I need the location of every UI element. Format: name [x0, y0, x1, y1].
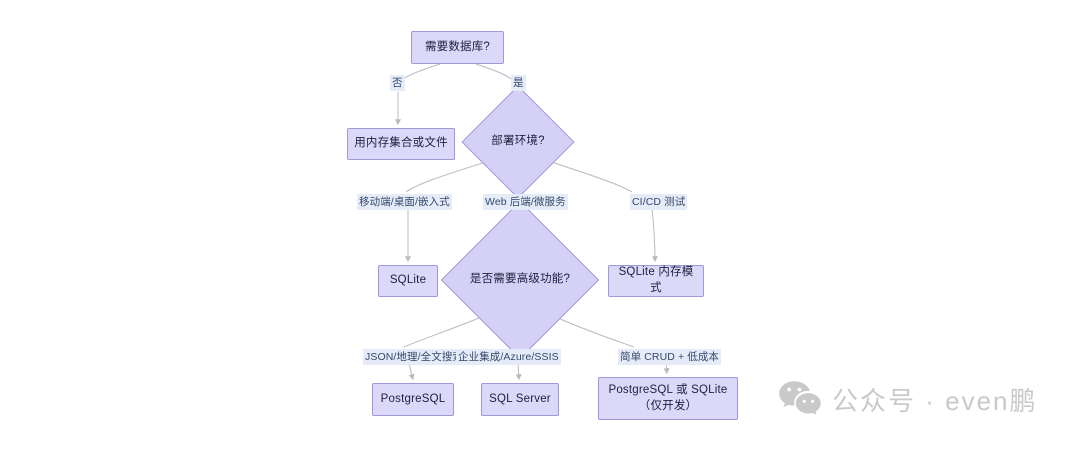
- node-need-advanced-features[interactable]: 是否需要高级功能?: [440, 200, 600, 360]
- node-label: PostgreSQL: [380, 392, 446, 405]
- node-sql-server[interactable]: SQL Server: [481, 383, 559, 416]
- watermark-text: 公众号 · even鹏: [832, 386, 1038, 416]
- node-label: 部署环境?: [491, 135, 545, 148]
- edge-n3-n6b: [651, 207, 658, 263]
- wechat-icon: [778, 380, 822, 419]
- node-label: 是否需要高级功能?: [469, 273, 571, 286]
- edge-n5-n7b: [408, 362, 415, 381]
- edge-label-no: 否: [390, 75, 405, 91]
- node-label: SQLite 内存模式: [618, 266, 694, 294]
- node-label: PostgreSQL 或 SQLite（仅开发）: [608, 383, 728, 412]
- node-in-memory-or-file[interactable]: 用内存集合或文件: [347, 128, 455, 160]
- node-label: SQL Server: [489, 392, 551, 405]
- node-deployment-environment[interactable]: 部署环境?: [461, 85, 575, 199]
- node-sqlite[interactable]: SQLite: [378, 265, 438, 297]
- watermark: 公众号 · even鹏: [778, 380, 1038, 419]
- edge-label-enterprise-azure-ssis: 企业集成/Azure/SSIS: [456, 349, 561, 365]
- edge-label-cicd-test: CI/CD 测试: [630, 194, 688, 210]
- edge-label-simple-crud-lowcost: 简单 CRUD + 低成本: [618, 349, 722, 365]
- edge-label-json-geo-fulltext: JSON/地理/全文搜索: [363, 349, 466, 365]
- edge-n3-n6a: [545, 159, 633, 193]
- node-label: 用内存集合或文件: [354, 137, 448, 150]
- node-label: 需要数据库?: [424, 40, 491, 53]
- edge-label-mobile-desktop-embedded: 移动端/桌面/嵌入式: [357, 194, 452, 210]
- edge-label-web-backend-microservice: Web 后端/微服务: [483, 194, 568, 210]
- node-sqlite-memory-mode[interactable]: SQLite 内存模式: [608, 265, 704, 297]
- edge-n5-n8b: [515, 362, 522, 381]
- edge-label-yes: 是: [511, 75, 526, 91]
- node-need-database[interactable]: 需要数据库?: [411, 31, 504, 64]
- node-postgresql[interactable]: PostgreSQL: [372, 383, 454, 416]
- node-postgresql-or-sqlite-dev[interactable]: PostgreSQL 或 SQLite（仅开发）: [598, 377, 738, 420]
- node-label: SQLite: [389, 274, 427, 287]
